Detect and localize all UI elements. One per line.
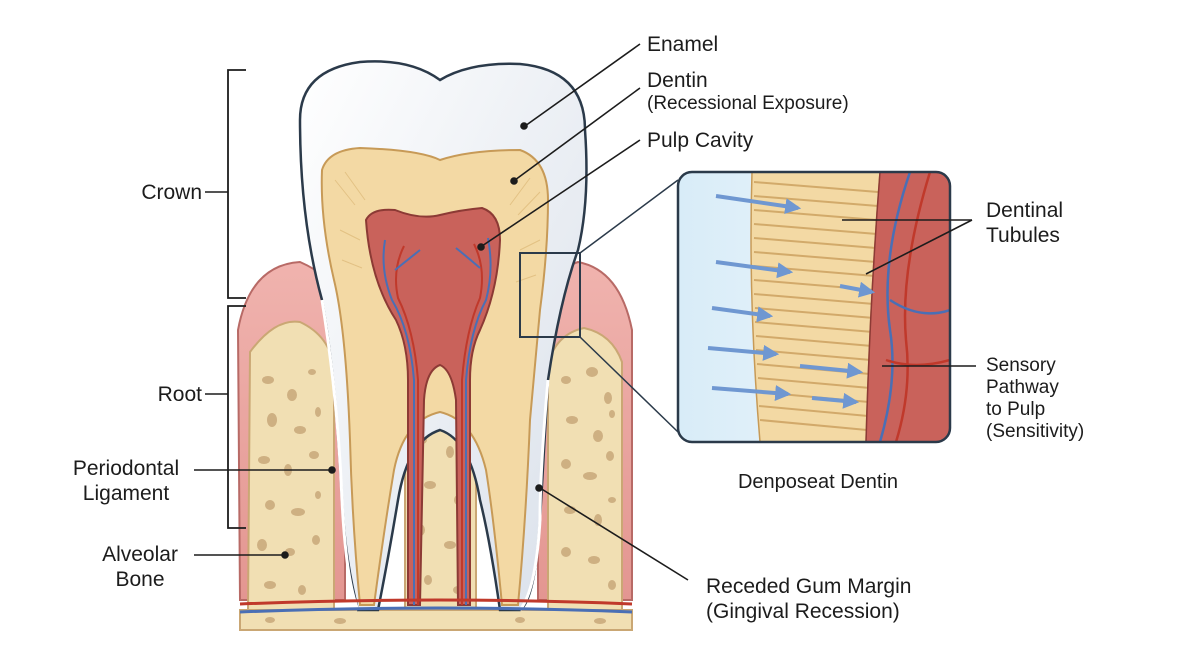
zoom-connector-top: [579, 179, 679, 254]
label-sensitivity: (Sensitivity): [986, 421, 1085, 442]
leader-lines: [194, 43, 976, 581]
label-periodontal: Periodontal: [72, 457, 180, 480]
label-dentinal: Dentinal: [986, 199, 1064, 222]
label-root: Root: [157, 383, 202, 406]
label-ligament: Ligament: [82, 482, 170, 505]
dentin-inset: [676, 170, 952, 444]
crown-bracket: [227, 69, 246, 299]
inset-caption: Denposeat Dentin: [737, 471, 899, 493]
label-to-pulp: to Pulp: [986, 399, 1046, 420]
label-dentin: Dentin: [647, 69, 708, 92]
zoom-region-box: [519, 252, 581, 338]
label-enamel: Enamel: [647, 33, 719, 56]
label-receded-gum: Receded Gum Margin: [706, 575, 912, 598]
label-crown: Crown: [141, 181, 202, 204]
base-vessels: [239, 598, 633, 614]
label-dentin-sub: (Recessional Exposure): [647, 93, 849, 114]
label-bone: Bone: [115, 568, 165, 591]
tooth: [298, 60, 588, 612]
zoom-connector-bottom: [579, 336, 679, 433]
label-pathway: Pathway: [986, 377, 1059, 398]
label-alveolar: Alveolar: [102, 543, 178, 566]
label-sensory: Sensory: [986, 355, 1056, 376]
label-gingival-recession: (Gingival Recession): [706, 600, 900, 623]
brackets: [227, 69, 246, 529]
label-pulp-cavity: Pulp Cavity: [647, 129, 754, 152]
root-bracket: [227, 305, 246, 529]
label-tubules: Tubules: [986, 224, 1060, 247]
